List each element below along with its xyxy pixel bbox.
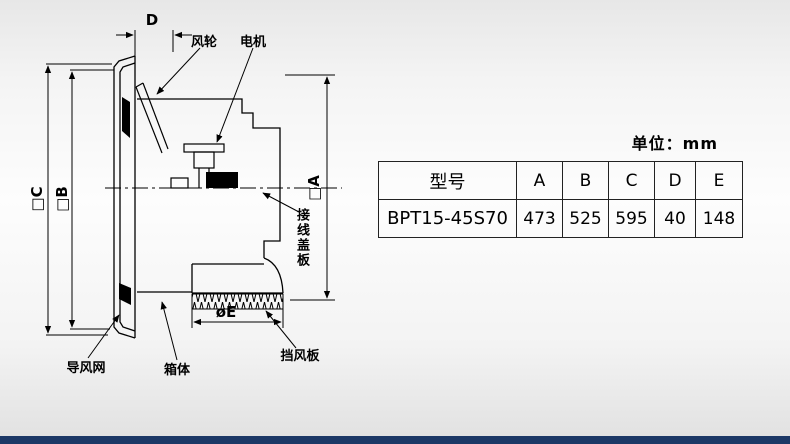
front-panel: [113, 55, 136, 339]
spec-header-b: B: [562, 161, 609, 200]
dim-label-c: □C: [28, 186, 46, 211]
louver-section-bottom-icon: [119, 283, 131, 305]
spec-e-value: 148: [695, 199, 743, 238]
label-motor: 电机: [240, 34, 266, 50]
fan-section-diagram: D □C □B □A øE: [28, 11, 342, 378]
label-cabinet: 箱体: [164, 362, 191, 378]
dim-c: [44, 63, 112, 336]
footer-accent-bar: [0, 436, 790, 444]
spec-data-row: BPT15-45S70 473 525 595 40 148: [378, 199, 743, 238]
spec-header-model: 型号: [378, 161, 517, 200]
dim-label-b: □B: [53, 186, 71, 212]
spec-header-a: A: [516, 161, 563, 200]
spec-header-c: C: [608, 161, 655, 200]
label-fan-wheel: 风轮: [191, 34, 217, 50]
housing-outline: [137, 98, 284, 294]
spec-d-value: 40: [654, 199, 696, 238]
motor-block: [206, 172, 238, 188]
impeller-blade: [135, 82, 169, 154]
spec-header-d: D: [654, 161, 696, 200]
dim-d: [116, 30, 192, 56]
dim-label-e: øE: [216, 303, 237, 321]
dim-label-d: D: [146, 11, 158, 29]
dim-b: [68, 69, 114, 330]
spec-b-value: 525: [562, 199, 609, 238]
spec-table: 型号 A B C D E BPT15-45S70 473 525 595 40 …: [378, 161, 743, 238]
dim-a: [285, 74, 335, 301]
louver-section-top-icon: [122, 97, 130, 138]
baffle-hatch: [191, 293, 284, 310]
spec-c-value: 595: [608, 199, 655, 238]
dim-label-a: □A: [305, 175, 323, 201]
label-terminal-cover: 接线盖板: [294, 208, 309, 268]
spec-header-row: 型号 A B C D E: [378, 161, 743, 200]
dim-e: [191, 298, 284, 328]
leader-lines: [87, 47, 300, 361]
label-baffle: 挡风板: [280, 348, 320, 364]
unit-label: 单位：mm: [631, 134, 718, 153]
spec-a-value: 473: [516, 199, 563, 238]
spec-model-value: BPT15-45S70: [378, 199, 517, 238]
spec-header-e: E: [695, 161, 743, 200]
label-air-guide-net: 导风网: [66, 361, 105, 376]
